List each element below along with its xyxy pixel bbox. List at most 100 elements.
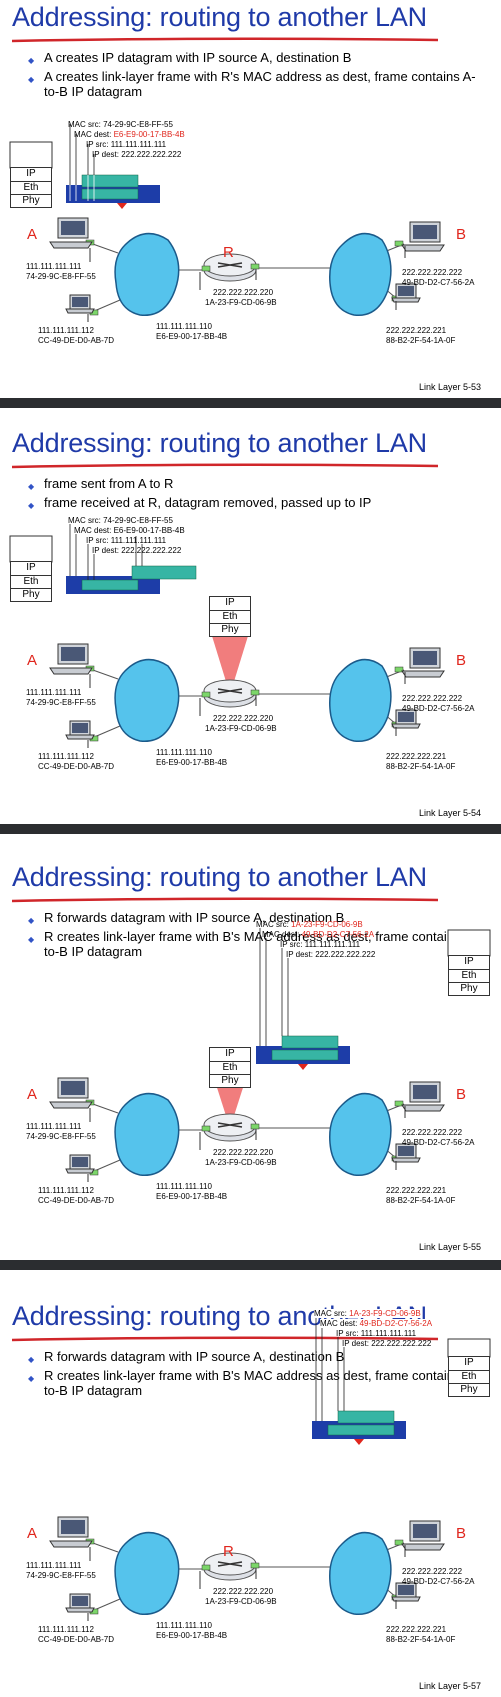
host-a2-laptop-icon (65, 1154, 95, 1174)
host-b2-mac: 88-B2-2F-54-1A-0F (386, 1635, 456, 1644)
router-icon (203, 1113, 257, 1142)
mac-dest-label: MAC dest: E6-E9-00-17-BB-4B (74, 130, 185, 139)
host-a-computer-icon (49, 1516, 93, 1548)
ip-src-label: IP src: 111.111.111.111 (336, 1329, 417, 1338)
host-a2-mac: CC-49-DE-D0-AB-7D (38, 1635, 115, 1644)
host-b-ip: 222.222.222.222 (402, 1128, 463, 1137)
mac-src-label: MAC src: 1A-23-F9-CD-06-9B (314, 1309, 421, 1318)
network-diagram (9, 524, 445, 748)
host-a-computer-icon (49, 643, 93, 675)
host-a-computer-icon (49, 1077, 93, 1109)
host-a2-ip: 111.111.111.112 (38, 1625, 94, 1634)
router-left-ip: 111.111.111.110 (156, 1182, 212, 1191)
host-a-ip: 111.111.111.111 (26, 1122, 82, 1131)
router-right-ip: 222.222.222.220 (213, 288, 274, 297)
bullet-list: ◆R forwards datagram with IP source A, d… (28, 1349, 488, 1402)
router-protocol-stack: IP Eth Phy (209, 1047, 251, 1088)
host-b2-ip: 222.222.222.221 (386, 752, 447, 761)
host-a2-mac: CC-49-DE-D0-AB-7D (38, 1196, 115, 1205)
title-underline (11, 897, 439, 903)
host-b-mac: 49-BD-D2-C7-56-2A (402, 1577, 475, 1586)
network-diagram (49, 1317, 491, 1621)
host-a2-mac: CC-49-DE-D0-AB-7D (38, 336, 115, 345)
ip-dest-label: IP dest: 222.222.222.222 (92, 546, 182, 555)
slide-title: Addressing: routing to another LAN (12, 2, 427, 32)
host-a-ip: 111.111.111.111 (26, 1561, 82, 1570)
network-diagram (9, 124, 445, 322)
bullet-item: ◆A creates link-layer frame with R's MAC… (28, 69, 476, 99)
mac-dest-label: MAC dest: 49-BD-D2-C7-56-2A (262, 930, 375, 939)
host-b-letter: B (456, 1525, 467, 1542)
mac-src-label: MAC src: 74-29-9C-E8-FF-55 (68, 120, 173, 129)
host-b2-laptop-icon (391, 709, 421, 729)
router-left-ip: 111.111.111.110 (156, 1621, 212, 1630)
router-right-mac: 1A-23-F9-CD-06-9B (205, 1158, 277, 1167)
title-underline (11, 1336, 439, 1342)
slide-separator (0, 1260, 501, 1270)
host-a2-ip: 111.111.111.112 (38, 752, 94, 761)
interface-icon (201, 265, 211, 272)
router-left-ip: 111.111.111.110 (156, 322, 212, 331)
lan-a-cloud (114, 658, 180, 743)
link-layer-frame (256, 928, 350, 1070)
title-underline (11, 37, 439, 43)
host-b-ip: 222.222.222.222 (402, 1567, 463, 1576)
ip-src-label: IP src: 111.111.111.111 (86, 536, 167, 545)
link-layer-frame (312, 1317, 406, 1445)
slide-footer: Link Layer 5-57 (418, 1681, 481, 1691)
host-b2-laptop-icon (391, 283, 421, 303)
diamond-bullet-icon: ◆ (28, 56, 35, 65)
phy-layer: Phy (11, 194, 51, 207)
host-a2-laptop-icon (65, 294, 95, 314)
interface-icon (394, 240, 404, 247)
bullet-item: ◆R creates link-layer frame with B's MAC… (28, 1368, 477, 1398)
host-a-computer-icon (49, 217, 93, 249)
host-b2-mac: 88-B2-2F-54-1A-0F (386, 336, 456, 345)
host-a2-laptop-icon (65, 720, 95, 740)
router-right-mac: 1A-23-F9-CD-06-9B (205, 1597, 277, 1606)
host-a-ip: 111.111.111.111 (26, 688, 82, 697)
slide-4: Addressing: routing to another LAN ◆R fo… (0, 1299, 501, 1697)
mac-dest-label: MAC dest: E6-E9-00-17-BB-4B (74, 526, 185, 535)
host-b2-laptop-icon (391, 1582, 421, 1602)
host-a2-ip: 111.111.111.112 (38, 326, 94, 335)
host-a2-mac: CC-49-DE-D0-AB-7D (38, 762, 115, 771)
slide-separator (0, 824, 501, 834)
protocol-stack-b: IP Eth Phy (448, 955, 490, 996)
router-stack-beam (212, 636, 248, 688)
lan-a-cloud (114, 1092, 180, 1177)
host-b2-ip: 222.222.222.221 (386, 1186, 447, 1195)
ip-src-label: IP src: 111.111.111.111 (86, 140, 167, 149)
slide-separator (0, 398, 501, 408)
slide-3: Addressing: routing to another LAN ◆R fo… (0, 860, 501, 1258)
diamond-bullet-icon: ◆ (28, 1374, 35, 1383)
diamond-bullet-icon: ◆ (28, 935, 35, 944)
slide-footer: Link Layer 5-53 (418, 382, 481, 392)
bullet-item: ◆R forwards datagram with IP source A, d… (28, 1349, 488, 1364)
host-b2-ip: 222.222.222.221 (386, 1625, 447, 1634)
empty-stack-box (447, 1338, 491, 1358)
ip-layer: IP (26, 168, 36, 179)
slide-footer: Link Layer 5-54 (418, 808, 481, 818)
diamond-bullet-icon: ◆ (28, 482, 35, 491)
host-a-ip: 111.111.111.111 (26, 262, 82, 271)
host-b-letter: B (456, 1086, 467, 1103)
router-left-mac: E6-E9-00-17-BB-4B (156, 1192, 228, 1201)
host-a-letter: A (27, 1525, 38, 1542)
host-a2-laptop-icon (65, 1593, 95, 1613)
host-b-computer-icon (401, 1520, 445, 1551)
router-right-mac: 1A-23-F9-CD-06-9B (205, 724, 277, 733)
host-b-ip: 222.222.222.222 (402, 694, 463, 703)
slide-2: Addressing: routing to another LAN ◆fram… (0, 426, 501, 824)
host-a-mac: 74-29-9C-E8-FF-55 (26, 1571, 96, 1580)
bullet-item: ◆frame received at R, datagram removed, … (28, 495, 488, 510)
router-left-ip: 111.111.111.110 (156, 748, 212, 757)
host-b-computer-icon (401, 1081, 445, 1112)
lan-b-cloud (329, 1531, 392, 1616)
host-a-letter: A (27, 226, 38, 243)
bullet-list: ◆A creates IP datagram with IP source A,… (28, 50, 488, 103)
router-letter: R (223, 1543, 234, 1560)
bullet-item: ◆frame sent from A to R (28, 476, 488, 491)
mac-src-label: MAC src: 74-29-9C-E8-FF-55 (68, 516, 173, 525)
bullet-item: ◆R forwards datagram with IP source A, d… (28, 910, 488, 925)
